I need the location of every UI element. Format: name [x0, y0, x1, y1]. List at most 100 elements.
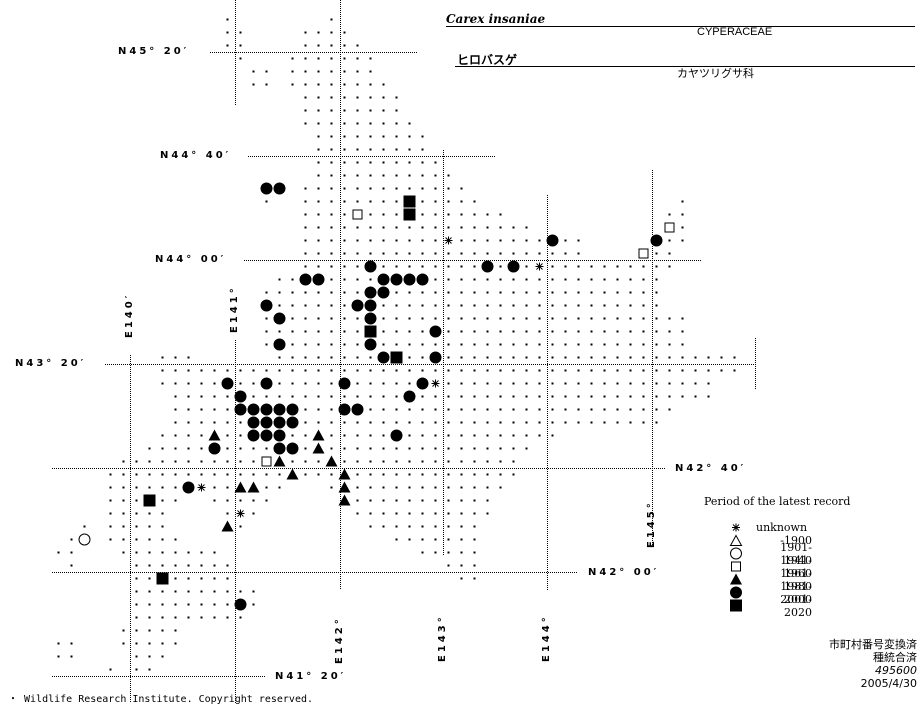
mesh-dot	[460, 317, 463, 320]
mesh-dot	[421, 148, 424, 151]
mesh-dot	[668, 317, 671, 320]
mesh-dot	[70, 538, 73, 541]
mesh-dot	[343, 265, 346, 268]
mesh-dot	[369, 278, 372, 281]
mesh-dot	[122, 525, 125, 528]
mesh-dot	[304, 304, 307, 307]
mesh-dot	[343, 278, 346, 281]
mesh-dot	[460, 486, 463, 489]
mesh-dot	[499, 330, 502, 333]
mesh-dot	[356, 486, 359, 489]
mesh-dot	[291, 70, 294, 73]
mesh-dot	[330, 369, 333, 372]
mesh-dot	[304, 213, 307, 216]
mesh-dot	[434, 369, 437, 372]
mesh-dot	[629, 382, 632, 385]
mesh-dot	[434, 174, 437, 177]
mesh-dot	[460, 577, 463, 580]
mesh-dot	[590, 291, 593, 294]
record-filled-triangle	[221, 520, 234, 532]
mesh-dot	[369, 226, 372, 229]
mesh-dot	[655, 395, 658, 398]
mesh-dot	[460, 499, 463, 502]
mesh-dot	[200, 564, 203, 567]
mesh-dot	[187, 447, 190, 450]
mesh-dot	[382, 200, 385, 203]
mesh-dot	[512, 278, 515, 281]
lat-label-42-00: N42° 00′	[588, 567, 660, 578]
mesh-dot	[473, 213, 476, 216]
mesh-dot	[564, 356, 567, 359]
mesh-dot	[603, 265, 606, 268]
mesh-dot	[460, 473, 463, 476]
open-circle-icon	[730, 547, 742, 560]
mesh-dot	[304, 382, 307, 385]
mesh-dot	[252, 460, 255, 463]
mesh-dot	[460, 330, 463, 333]
mesh-dot	[577, 395, 580, 398]
mesh-dot	[538, 408, 541, 411]
mesh-dot	[226, 44, 229, 47]
filled-circle-glyph	[730, 586, 742, 599]
mesh-dot	[330, 161, 333, 164]
mesh-dot	[408, 330, 411, 333]
mesh-dot	[525, 265, 528, 268]
mesh-dot	[291, 330, 294, 333]
family-name-japanese: カヤツリグサ科	[677, 67, 754, 80]
mesh-dot	[356, 70, 359, 73]
record-filled-circle	[377, 273, 390, 286]
mesh-dot	[551, 343, 554, 346]
mesh-dot	[499, 382, 502, 385]
mesh-dot	[135, 512, 138, 515]
mesh-dot	[421, 408, 424, 411]
mesh-dot	[395, 226, 398, 229]
mesh-dot	[291, 317, 294, 320]
mesh-dot	[421, 226, 424, 229]
filled-square-icon	[730, 599, 742, 612]
mesh-dot	[421, 356, 424, 359]
mesh-dot	[421, 447, 424, 450]
mesh-dot	[460, 408, 463, 411]
record-filled-circle	[234, 403, 247, 416]
mesh-dot	[161, 434, 164, 437]
mesh-dot	[317, 395, 320, 398]
mesh-dot	[642, 395, 645, 398]
mesh-dot	[525, 343, 528, 346]
record-filled-circle	[273, 429, 286, 442]
graticule-lines	[52, 0, 756, 703]
mesh-dot	[382, 447, 385, 450]
mesh-dot	[135, 564, 138, 567]
mesh-dot	[343, 135, 346, 138]
mesh-dot	[317, 291, 320, 294]
mesh-dot	[473, 525, 476, 528]
mesh-dot	[733, 356, 736, 359]
mesh-dot	[317, 473, 320, 476]
mesh-dot	[577, 265, 580, 268]
mesh-dot	[395, 96, 398, 99]
mesh-dot	[434, 278, 437, 281]
mesh-dot	[421, 551, 424, 554]
mesh-dot	[473, 564, 476, 567]
mesh-dot	[486, 278, 489, 281]
mesh-dot	[395, 109, 398, 112]
mesh-dot	[590, 317, 593, 320]
mesh-dot	[707, 395, 710, 398]
mesh-dot	[213, 564, 216, 567]
mesh-dot	[356, 421, 359, 424]
mesh-dot	[460, 395, 463, 398]
mesh-dot	[408, 291, 411, 294]
mesh-dot	[408, 174, 411, 177]
mesh-dot	[525, 421, 528, 424]
mesh-dot	[135, 655, 138, 658]
mesh-dot	[395, 161, 398, 164]
mesh-dot	[135, 642, 138, 645]
mesh-dot	[577, 408, 580, 411]
mesh-dot	[330, 200, 333, 203]
mesh-dot	[161, 499, 164, 502]
mesh-dot	[278, 473, 281, 476]
mesh-dot	[577, 382, 580, 385]
mesh-dot	[148, 538, 151, 541]
lon-label-144: E144°	[541, 614, 552, 662]
mesh-dot	[642, 408, 645, 411]
mesh-dot	[330, 70, 333, 73]
